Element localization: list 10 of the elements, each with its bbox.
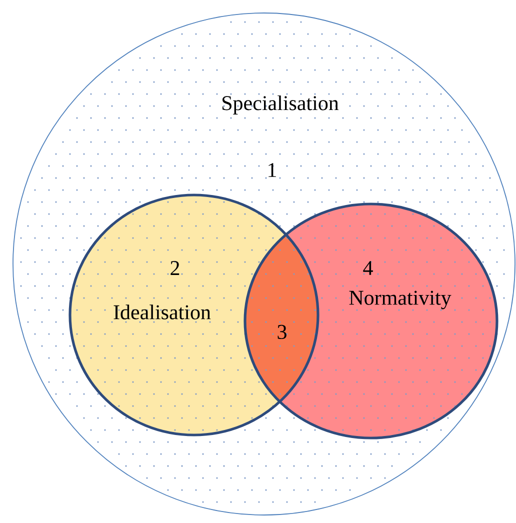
- region-number: 3: [278, 324, 286, 340]
- venn-circle: [244, 202, 498, 440]
- region-label: Idealisation: [114, 304, 211, 320]
- venn-circle: [68, 194, 320, 436]
- region-label: Specialisation: [222, 95, 339, 115]
- region-label: 2: [170, 261, 180, 275]
- region-label: 1: [268, 163, 276, 177]
- region-label: 4: [363, 261, 373, 275]
- region-label: Normativity: [349, 290, 452, 310]
- circle-fill: [70, 195, 497, 438]
